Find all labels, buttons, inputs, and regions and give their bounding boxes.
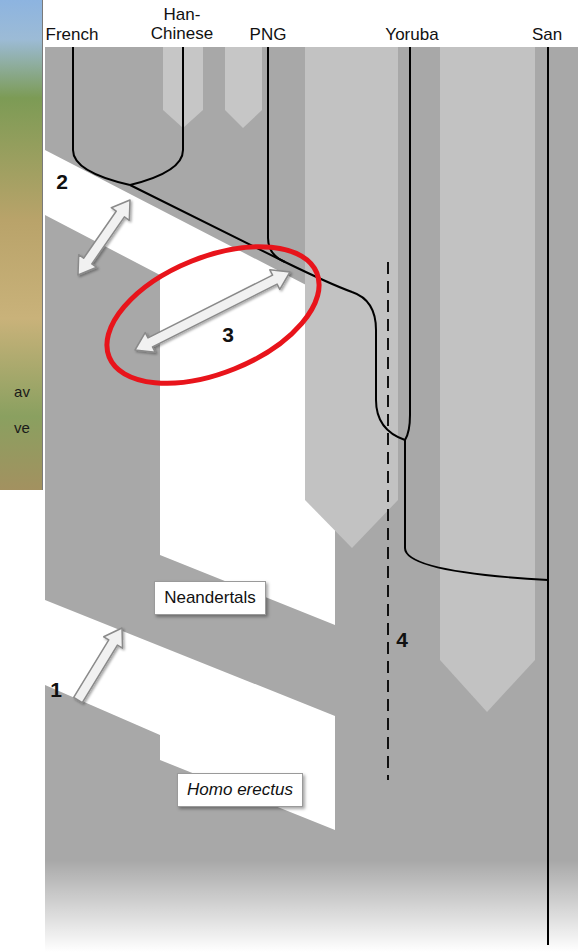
lineage-line (268, 47, 285, 262)
modern-human-band (45, 47, 578, 952)
label-box: Homo erectus (177, 773, 303, 807)
node-label: Neandertals (164, 588, 256, 608)
lineage-line (405, 47, 410, 440)
fade (42, 860, 578, 952)
callout-number: 1 (50, 678, 62, 701)
lineage-line (130, 47, 183, 185)
lineage-line (405, 440, 548, 580)
map-strip (0, 0, 42, 490)
lineage-line (73, 47, 130, 185)
map-text: av (14, 384, 30, 401)
population-name: French (46, 26, 99, 45)
lineage-line (130, 185, 405, 440)
node-label: Homo erectus (187, 780, 293, 800)
callout-number: 2 (56, 170, 68, 193)
light-band (225, 47, 262, 128)
map-text: ve (14, 420, 30, 437)
lineages (73, 47, 548, 945)
callout-number: 4 (396, 628, 408, 651)
dashed-line (387, 262, 389, 780)
population-name: Han- Chinese (151, 6, 213, 43)
light-band (440, 47, 535, 712)
population-name: San (532, 26, 562, 45)
label-box: Neandertals (154, 581, 266, 615)
gene-flow-arrow (135, 270, 290, 352)
panel-edge (42, 0, 43, 490)
population-name: PNG (250, 26, 287, 45)
population-name: Yoruba (385, 26, 438, 45)
highlight-ellipse (87, 219, 338, 410)
gene-flow-arrow (78, 200, 130, 275)
lineage-line (547, 47, 549, 945)
neandertal-band (45, 215, 335, 716)
callout-number: 3 (222, 323, 234, 346)
gene-flow-arrow (74, 628, 123, 703)
